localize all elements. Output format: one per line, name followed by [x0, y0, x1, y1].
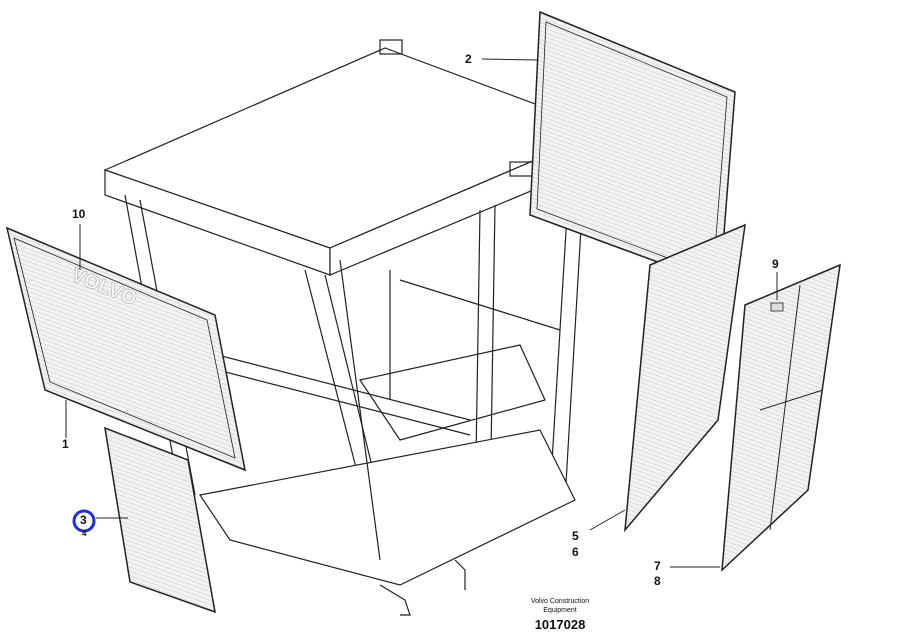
callout-8[interactable]: 8	[654, 574, 661, 588]
callout-1[interactable]: 1	[62, 437, 69, 451]
highlight-circle	[72, 509, 96, 533]
company-line1: Volvo Construction	[530, 598, 590, 605]
callout-4[interactable]: 4	[82, 529, 87, 538]
glass-panels	[5, 10, 841, 614]
leader-lines	[65, 58, 778, 568]
door-panel	[721, 263, 841, 572]
lower-front-panel	[104, 426, 216, 614]
callout-5[interactable]: 5	[572, 529, 579, 543]
drawing-footer: Volvo Construction Equipment 1017028	[505, 597, 615, 632]
drawing-number: 1017028	[534, 617, 586, 632]
callout-2[interactable]: 2	[465, 52, 472, 66]
side-panel	[624, 223, 746, 533]
company-line2: Equipment	[543, 607, 577, 614]
callout-7[interactable]: 7	[654, 559, 661, 573]
callout-10[interactable]: 10	[72, 207, 86, 221]
callout-6[interactable]: 6	[572, 545, 579, 559]
callout-3[interactable]: 3	[80, 513, 87, 527]
windshield-panel	[5, 226, 246, 472]
callout-9[interactable]: 9	[772, 257, 779, 271]
